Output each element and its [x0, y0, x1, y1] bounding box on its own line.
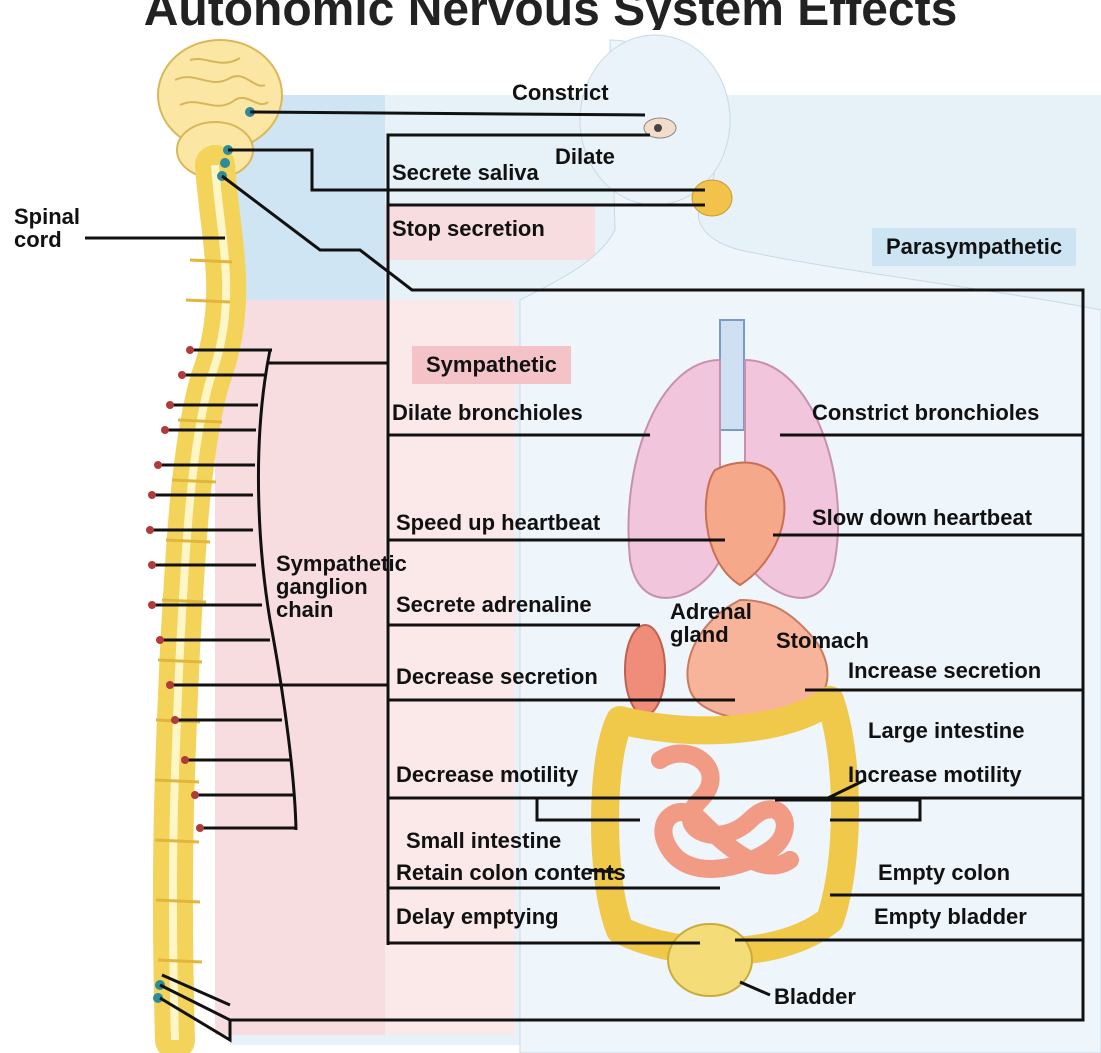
stomach-label: Stomach: [776, 630, 869, 652]
sympathetic-tag: Sympathetic: [412, 346, 571, 384]
empty-colon-label: Empty colon: [878, 862, 1010, 884]
pupil: [654, 124, 662, 132]
sympathetic-region: [215, 300, 385, 1035]
constrict-label: Constrict: [512, 82, 609, 104]
trachea: [720, 320, 744, 430]
sympathetic-chain-label: Sympathetic ganglion chain: [276, 552, 407, 621]
retain-colon-contents-label: Retain colon contents: [396, 862, 626, 884]
decrease-motility-label: Decrease motility: [396, 764, 578, 786]
small-intestine-label: Small intestine: [406, 830, 561, 852]
constrict-bronchioles-label: Constrict bronchioles: [812, 402, 1039, 424]
slow-down-heartbeat-label: Slow down heartbeat: [812, 507, 1032, 529]
spinal-cord-label: Spinal cord: [14, 205, 80, 251]
increase-secretion-label: Increase secretion: [848, 660, 1041, 682]
dilate-bronchioles-label: Dilate bronchioles: [392, 402, 583, 424]
salivary-gland: [692, 180, 732, 216]
bladder-label: Bladder: [774, 986, 856, 1008]
adrenal-gland-label: Adrenal gland: [670, 600, 752, 646]
parasympathetic-tag: Parasympathetic: [872, 228, 1076, 266]
delay-emptying-label: Delay emptying: [396, 906, 559, 928]
stop-secretion-label: Stop secretion: [392, 218, 545, 240]
decrease-secretion-label: Decrease secretion: [396, 666, 598, 688]
secrete-adrenaline-label: Secrete adrenaline: [396, 594, 592, 616]
empty-bladder-label: Empty bladder: [874, 906, 1027, 928]
bladder: [668, 924, 752, 996]
secrete-saliva-label: Secrete saliva: [392, 162, 539, 184]
dilate-label: Dilate: [555, 146, 615, 168]
large-intestine-label: Large intestine: [868, 720, 1024, 742]
speed-up-heartbeat-label: Speed up heartbeat: [396, 512, 600, 534]
increase-motility-label: Increase motility: [848, 764, 1022, 786]
